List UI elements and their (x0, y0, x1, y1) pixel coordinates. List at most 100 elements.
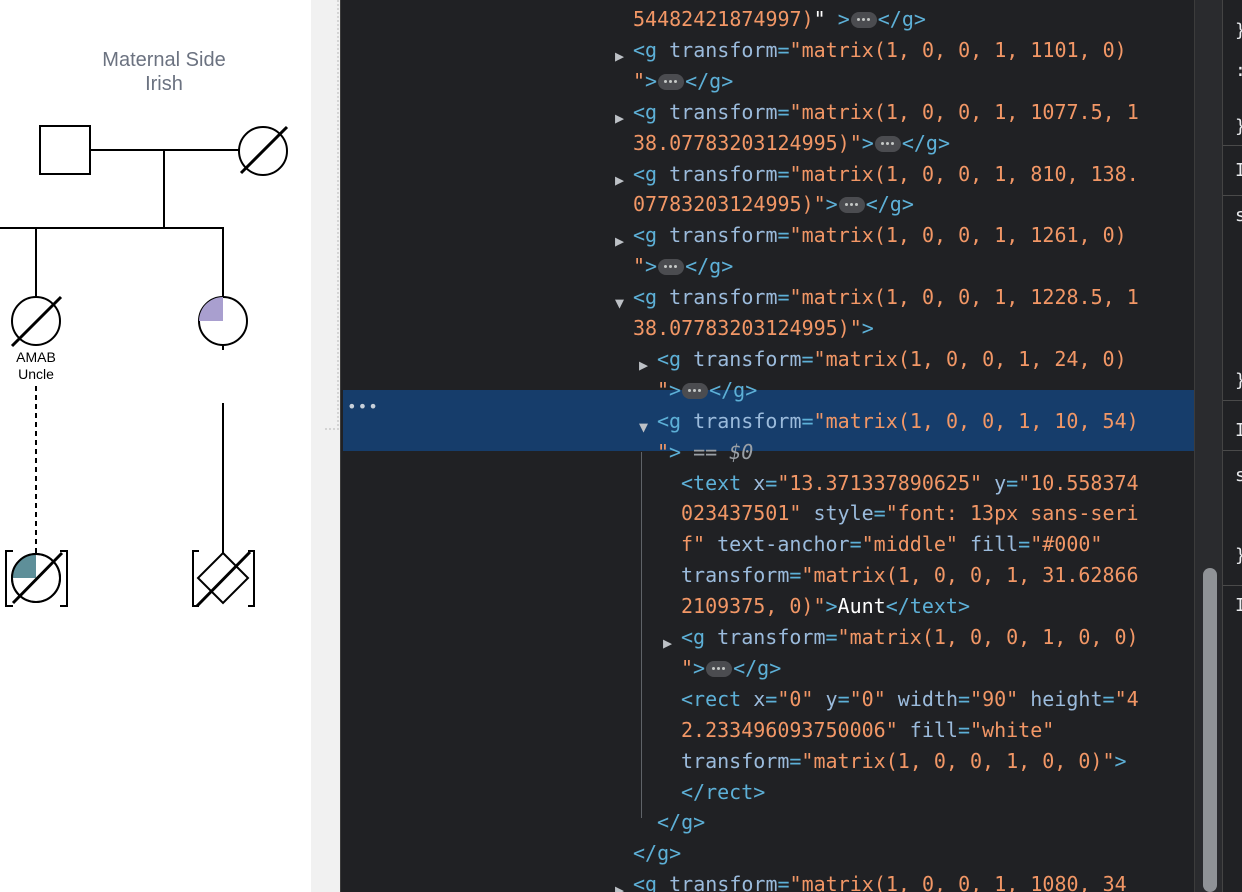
code-token: "matrix(1, 0, 0, 1, 10, 54) (813, 408, 1139, 433)
expand-arrow-icon[interactable]: ▶ (615, 108, 625, 127)
cousin-1-affected-quadrant (12, 554, 36, 578)
expand-arrow-icon[interactable]: ▶ (615, 881, 625, 892)
code-token: "middle" (861, 532, 970, 557)
collapsed-content-icon[interactable] (874, 135, 901, 152)
dom-node-line[interactable]: 07783203124995)"></g> (633, 189, 914, 219)
code-token: "4 (1114, 686, 1139, 711)
code-token: = (825, 625, 838, 649)
expand-arrow-icon[interactable]: ▶ (615, 46, 625, 65)
code-token: = (789, 563, 802, 588)
styles-pane-glyph: } (1235, 116, 1242, 137)
elements-scrollbar[interactable] (1194, 0, 1223, 892)
dom-node-line[interactable]: <g transform="matrix(1, 0, 0, 1, 1101, 0… (633, 35, 1127, 65)
code-token: = (777, 99, 790, 124)
dom-node-line[interactable]: "></g> (633, 66, 733, 96)
collapsed-content-icon[interactable] (682, 382, 709, 399)
code-token: " (657, 377, 670, 402)
code-token: = (765, 686, 778, 711)
code-token: > (669, 439, 682, 464)
code-token: = (777, 285, 790, 310)
code-token: </g> (685, 254, 734, 279)
dom-node-line[interactable]: <g transform="matrix(1, 0, 0, 1, 1077.5,… (633, 97, 1139, 127)
collapse-arrow-icon[interactable]: ▼ (615, 294, 625, 313)
code-token: transform (669, 223, 778, 248)
tree-guide-line (641, 452, 642, 818)
dom-node-line[interactable]: "></g> (657, 375, 757, 405)
code-token: "0" (777, 686, 826, 711)
code-token: = (801, 408, 814, 433)
cousin-2-deceased-slash (195, 550, 252, 608)
collapsed-content-icon[interactable] (658, 259, 685, 276)
code-token: </text> (885, 594, 971, 619)
code-token: fill (909, 717, 958, 742)
dom-node-line[interactable]: "> == $0 (657, 437, 753, 467)
dom-node-line[interactable]: 2109375, 0)">Aunt</text> (681, 591, 970, 621)
collapsed-content-icon[interactable] (850, 12, 877, 28)
cousin-1-outline (11, 553, 61, 603)
dom-node-line[interactable]: <g transform="matrix(1, 0, 0, 1, 810, 13… (633, 159, 1139, 189)
code-token: transform (669, 161, 778, 186)
dom-node-line[interactable]: <g transform="matrix(1, 0, 0, 1, 1080, 3… (633, 869, 1127, 892)
side-title-line2: Irish (145, 73, 183, 95)
collapse-arrow-icon[interactable]: ▼ (639, 417, 649, 436)
dom-node-line[interactable]: f" text-anchor="middle" fill="#000" (681, 529, 1102, 559)
expand-arrow-icon[interactable]: ▶ (663, 634, 673, 652)
dom-node-line[interactable]: <text x="13.371337890625" y="10.558374 (681, 468, 1139, 498)
dom-node-line[interactable]: "></g> (633, 251, 733, 281)
code-token: </rect> (681, 779, 766, 804)
code-token: x (753, 470, 766, 495)
pedigree-diagram (0, 125, 289, 608)
dom-node-line[interactable]: 38.07783203124995)"> (633, 313, 874, 343)
dom-node-line[interactable]: transform="matrix(1, 0, 0, 1, 0, 0)"> (681, 746, 1127, 776)
panel-gutter (311, 0, 340, 892)
code-token: fill (970, 532, 1019, 557)
code-token: " (633, 254, 646, 279)
code-token: = (873, 501, 886, 526)
code-token: > (837, 7, 850, 31)
code-token: = (765, 470, 778, 495)
dom-node-line[interactable]: transform="matrix(1, 0, 0, 1, 31.62866 (681, 560, 1139, 590)
code-token: = (1102, 686, 1115, 711)
collapsed-content-icon[interactable] (658, 73, 685, 90)
expand-arrow-icon[interactable]: ▶ (615, 170, 625, 189)
node-actions-menu-icon[interactable]: ••• (347, 397, 379, 416)
code-token: = (789, 748, 802, 773)
dom-node-line[interactable]: <g transform="matrix(1, 0, 0, 1, 0, 0) (681, 622, 1139, 652)
styles-pane[interactable]: }:}Is}Is}I (1222, 0, 1242, 892)
devtools-elements-panel[interactable]: ••• 54482421874997)" ></g>▶<g transform=… (340, 0, 1195, 892)
dom-node-line[interactable]: <g transform="matrix(1, 0, 0, 1, 1228.5,… (633, 282, 1139, 312)
code-token: "white" (970, 717, 1055, 742)
scrollbar-thumb[interactable] (1203, 568, 1217, 892)
dom-node-line[interactable]: </rect> (681, 777, 765, 807)
collapsed-content-icon[interactable] (838, 197, 865, 214)
code-token: y (825, 686, 838, 711)
code-token: <g (633, 285, 670, 310)
amab-uncle-deceased-slash (10, 295, 63, 348)
dom-node-line[interactable]: <rect x="0" y="0" width="90" height="4 (681, 684, 1139, 714)
dom-node-line[interactable]: 38.07783203124995)"></g> (633, 128, 950, 158)
collapsed-content-icon[interactable] (706, 660, 733, 677)
styles-pane-divider (1223, 450, 1242, 451)
expand-arrow-icon[interactable]: ▶ (615, 232, 625, 251)
code-token: <g (633, 37, 670, 62)
expand-arrow-icon[interactable]: ▶ (639, 355, 649, 374)
dom-node-line[interactable]: <g transform="matrix(1, 0, 0, 1, 24, 0) (657, 344, 1127, 374)
dom-node-line[interactable]: 023437501" style="font: 13px sans-seri (681, 498, 1139, 528)
dom-node-line[interactable]: <g transform="matrix(1, 0, 0, 1, 1261, 0… (633, 220, 1127, 250)
dom-node-line[interactable]: <g transform="matrix(1, 0, 0, 1, 10, 54) (657, 406, 1139, 436)
pedigree-canvas[interactable]: Maternal Side Irish AMA (0, 0, 311, 892)
dom-node-line[interactable]: </g> (633, 838, 681, 868)
code-token: > (669, 377, 682, 402)
code-token: x (753, 686, 766, 711)
code-token: = (1018, 532, 1031, 557)
dom-node-line[interactable]: 2.233496093750006" fill="white" (681, 715, 1054, 745)
styles-pane-glyph: s (1235, 205, 1242, 226)
dom-node-line[interactable]: 54482421874997)" ></g> (633, 4, 926, 34)
code-token: 38.07783203124995)" (633, 130, 862, 155)
code-token: = (1006, 470, 1019, 495)
code-token: "matrix(1, 0, 0, 1, 1077.5, 1 (789, 99, 1139, 124)
dom-node-line[interactable]: "></g> (681, 653, 781, 683)
dom-node-line[interactable]: </g> (657, 807, 705, 837)
code-token: " (657, 439, 670, 464)
code-token: > (861, 316, 874, 340)
